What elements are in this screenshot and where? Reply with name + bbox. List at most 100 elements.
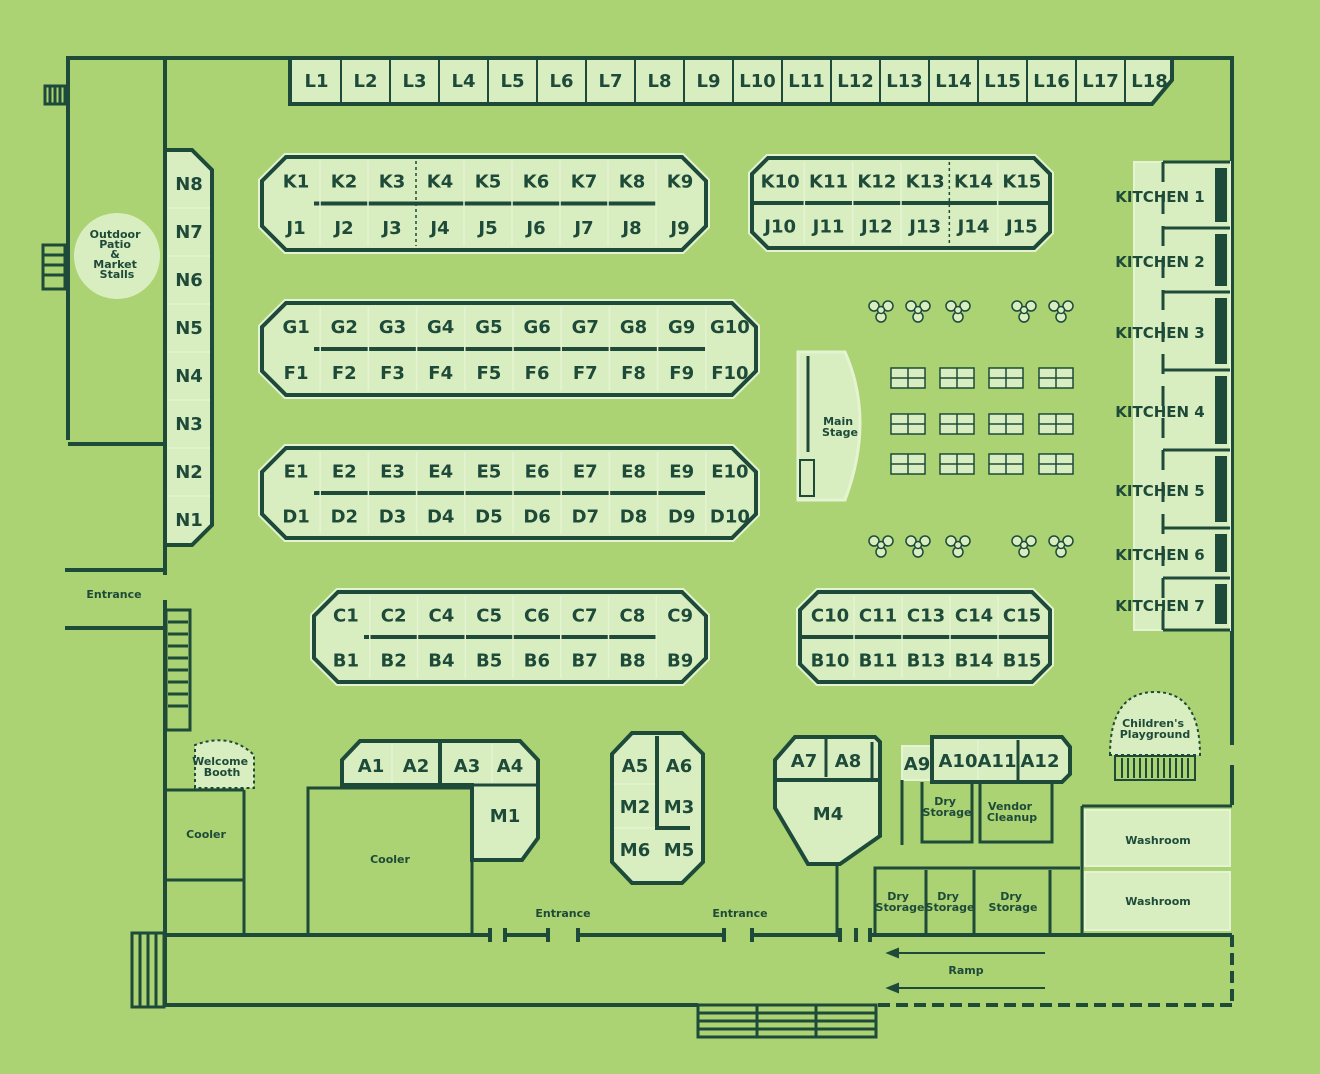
stall-B1[interactable]: B1 bbox=[333, 651, 359, 672]
stall-J6[interactable]: J6 bbox=[524, 218, 545, 239]
stall-G6[interactable]: G6 bbox=[523, 317, 550, 338]
stall-K7[interactable]: K7 bbox=[571, 171, 597, 192]
kitchen-6-label[interactable]: KITCHEN 6 bbox=[1115, 546, 1204, 564]
stall-E3[interactable]: E3 bbox=[380, 462, 405, 483]
stall-L4[interactable]: L4 bbox=[452, 71, 476, 92]
stall-F5[interactable]: F5 bbox=[476, 363, 501, 384]
kitchen-7-label[interactable]: KITCHEN 7 bbox=[1115, 597, 1204, 615]
stall-C11[interactable]: C11 bbox=[859, 606, 897, 627]
stall-A12[interactable]: A12 bbox=[1021, 751, 1060, 772]
stall-L3[interactable]: L3 bbox=[403, 71, 427, 92]
stall-L16[interactable]: L16 bbox=[1033, 71, 1070, 92]
stall-B10[interactable]: B10 bbox=[811, 651, 850, 672]
stall-L6[interactable]: L6 bbox=[550, 71, 574, 92]
stall-L11[interactable]: L11 bbox=[788, 71, 825, 92]
stall-F10[interactable]: F10 bbox=[711, 363, 748, 384]
stall-J15[interactable]: J15 bbox=[1004, 217, 1038, 238]
stall-N1[interactable]: N1 bbox=[175, 510, 203, 531]
stall-F8[interactable]: F8 bbox=[621, 363, 646, 384]
stall-B15[interactable]: B15 bbox=[1003, 651, 1042, 672]
stall-B14[interactable]: B14 bbox=[955, 651, 994, 672]
stall-D9[interactable]: D9 bbox=[668, 507, 695, 528]
stall-E10[interactable]: E10 bbox=[711, 462, 748, 483]
stall-A11[interactable]: A11 bbox=[978, 751, 1017, 772]
stall-B13[interactable]: B13 bbox=[907, 651, 946, 672]
stall-C6[interactable]: C6 bbox=[524, 606, 550, 627]
stall-F2[interactable]: F2 bbox=[332, 363, 357, 384]
stall-C4[interactable]: C4 bbox=[429, 606, 455, 627]
stall-C10[interactable]: C10 bbox=[811, 606, 849, 627]
stall-B9[interactable]: B9 bbox=[667, 651, 693, 672]
stall-D3[interactable]: D3 bbox=[379, 507, 406, 528]
stall-C13[interactable]: C13 bbox=[907, 606, 945, 627]
stall-C14[interactable]: C14 bbox=[955, 606, 993, 627]
stall-A6[interactable]: A6 bbox=[666, 756, 692, 777]
stall-G4[interactable]: G4 bbox=[427, 317, 454, 338]
stall-K8[interactable]: K8 bbox=[619, 171, 645, 192]
stall-C8[interactable]: C8 bbox=[620, 606, 646, 627]
stall-A5[interactable]: A5 bbox=[622, 756, 648, 777]
stall-L17[interactable]: L17 bbox=[1082, 71, 1119, 92]
stall-C2[interactable]: C2 bbox=[381, 606, 407, 627]
stall-M3[interactable]: M3 bbox=[664, 797, 694, 818]
stall-M2[interactable]: M2 bbox=[620, 797, 650, 818]
stall-J3[interactable]: J3 bbox=[380, 218, 401, 239]
stall-L7[interactable]: L7 bbox=[599, 71, 623, 92]
stall-G1[interactable]: G1 bbox=[282, 317, 309, 338]
stall-G7[interactable]: G7 bbox=[572, 317, 599, 338]
stall-E5[interactable]: E5 bbox=[476, 462, 501, 483]
stall-D2[interactable]: D2 bbox=[331, 507, 358, 528]
stall-K15[interactable]: K15 bbox=[1002, 172, 1041, 193]
stall-K10[interactable]: K10 bbox=[761, 172, 800, 193]
stall-B5[interactable]: B5 bbox=[476, 651, 502, 672]
stall-G10[interactable]: G10 bbox=[710, 317, 750, 338]
kitchen-2-label[interactable]: KITCHEN 2 bbox=[1115, 253, 1204, 271]
stall-J13[interactable]: J13 bbox=[907, 217, 941, 238]
stall-L13[interactable]: L13 bbox=[886, 71, 923, 92]
stall-L5[interactable]: L5 bbox=[501, 71, 525, 92]
stall-J5[interactable]: J5 bbox=[476, 218, 497, 239]
stall-K3[interactable]: K3 bbox=[379, 171, 405, 192]
kitchen-1-label[interactable]: KITCHEN 1 bbox=[1115, 188, 1204, 206]
stall-C7[interactable]: C7 bbox=[572, 606, 598, 627]
stall-B6[interactable]: B6 bbox=[524, 651, 550, 672]
stall-L12[interactable]: L12 bbox=[837, 71, 874, 92]
stall-K5[interactable]: K5 bbox=[475, 171, 501, 192]
stall-L1[interactable]: L1 bbox=[305, 71, 329, 92]
stall-M5[interactable]: M5 bbox=[664, 840, 694, 861]
stall-N2[interactable]: N2 bbox=[175, 462, 203, 483]
stall-B2[interactable]: B2 bbox=[381, 651, 407, 672]
stall-E2[interactable]: E2 bbox=[332, 462, 357, 483]
stall-E8[interactable]: E8 bbox=[621, 462, 646, 483]
stall-K9[interactable]: K9 bbox=[667, 171, 693, 192]
stall-F4[interactable]: F4 bbox=[428, 363, 453, 384]
stall-F6[interactable]: F6 bbox=[525, 363, 550, 384]
stall-L14[interactable]: L14 bbox=[935, 71, 972, 92]
stall-K12[interactable]: K12 bbox=[857, 172, 896, 193]
stall-J2[interactable]: J2 bbox=[332, 218, 353, 239]
stall-J8[interactable]: J8 bbox=[620, 218, 641, 239]
stall-B11[interactable]: B11 bbox=[859, 651, 898, 672]
stall-M6[interactable]: M6 bbox=[620, 840, 650, 861]
stall-A9[interactable]: A9 bbox=[904, 754, 930, 775]
stall-L2[interactable]: L2 bbox=[354, 71, 378, 92]
kitchen-5-label[interactable]: KITCHEN 5 bbox=[1115, 482, 1204, 500]
stall-L10[interactable]: L10 bbox=[739, 71, 776, 92]
stall-C1[interactable]: C1 bbox=[333, 606, 359, 627]
stall-K13[interactable]: K13 bbox=[906, 172, 945, 193]
stall-J7[interactable]: J7 bbox=[572, 218, 593, 239]
stall-F9[interactable]: F9 bbox=[669, 363, 694, 384]
stall-E6[interactable]: E6 bbox=[525, 462, 550, 483]
stall-G9[interactable]: G9 bbox=[668, 317, 695, 338]
kitchen-3-label[interactable]: KITCHEN 3 bbox=[1115, 324, 1204, 342]
stall-N6[interactable]: N6 bbox=[175, 270, 203, 291]
stall-D10[interactable]: D10 bbox=[710, 507, 750, 528]
stall-K2[interactable]: K2 bbox=[331, 171, 357, 192]
stall-L9[interactable]: L9 bbox=[697, 71, 721, 92]
stall-B4[interactable]: B4 bbox=[428, 651, 454, 672]
stall-L8[interactable]: L8 bbox=[648, 71, 672, 92]
stall-D6[interactable]: D6 bbox=[523, 507, 550, 528]
stall-M1[interactable]: M1 bbox=[490, 806, 520, 827]
kitchen-4-label[interactable]: KITCHEN 4 bbox=[1115, 403, 1204, 421]
stall-F1[interactable]: F1 bbox=[284, 363, 309, 384]
